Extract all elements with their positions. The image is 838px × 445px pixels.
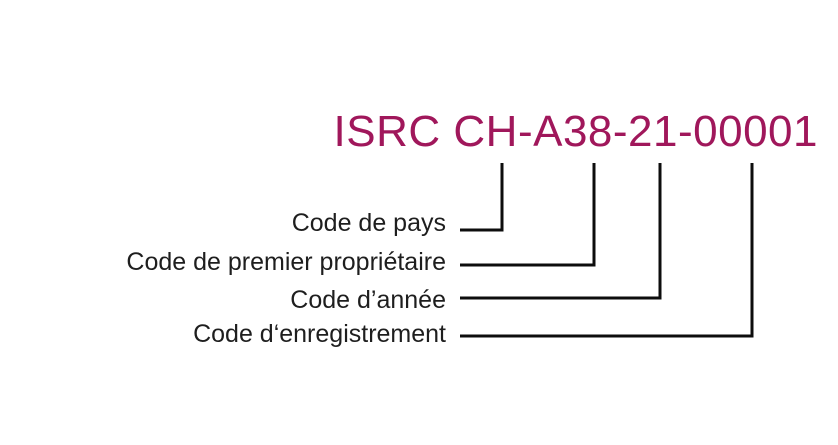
first-owner-code-label: Code de premier propriétaire bbox=[126, 248, 446, 276]
recording-code-label: Code d‘enregistrement bbox=[193, 320, 446, 348]
first-owner-connector-line bbox=[460, 163, 596, 267]
country-code-label: Code de pays bbox=[291, 209, 446, 237]
year-code-label: Code d’année bbox=[290, 286, 446, 314]
country-connector-line bbox=[460, 163, 504, 232]
year-connector-line bbox=[460, 163, 662, 300]
recording-connector-line bbox=[460, 163, 754, 338]
isrc-code-title: ISRC CH-A38-21-00001 bbox=[333, 107, 818, 156]
